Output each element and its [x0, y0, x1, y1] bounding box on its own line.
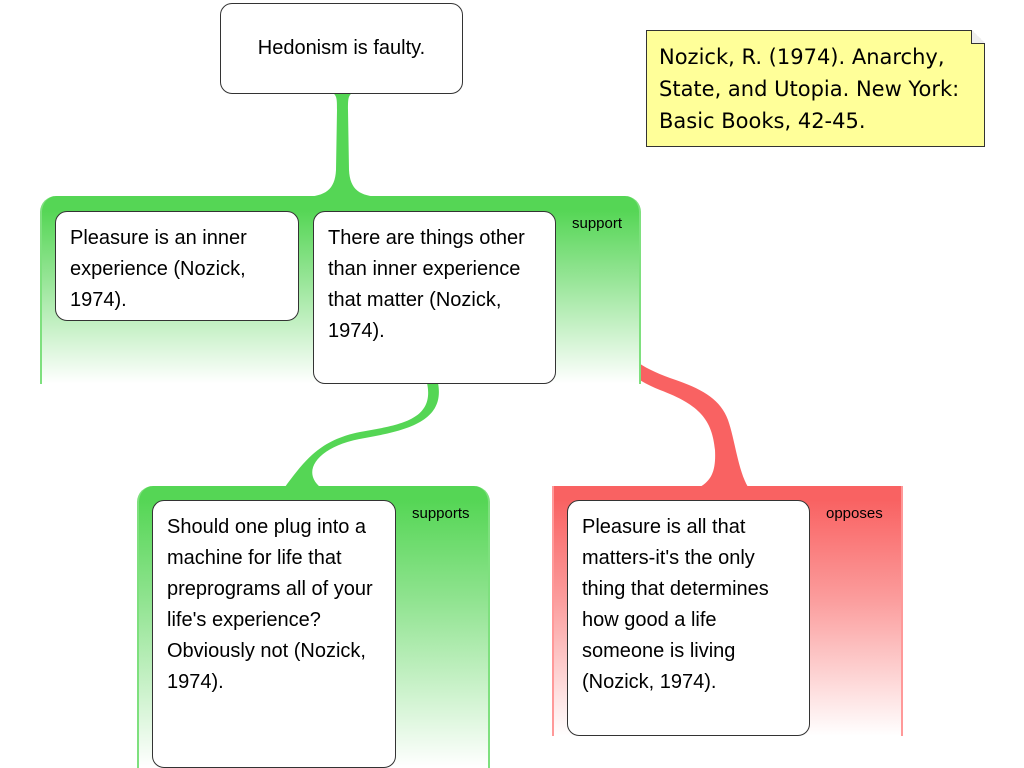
reference-note-text: Nozick, R. (1974). Anarchy, State, and U… [659, 45, 960, 133]
premise-box[interactable]: Should one plug into a machine for life … [152, 500, 396, 768]
premise-box[interactable]: Pleasure is an inner experience (Nozick,… [55, 211, 299, 321]
opposes-label: opposes [826, 505, 883, 522]
objection-box[interactable]: Pleasure is all that matters-it's the on… [567, 500, 810, 736]
premise-text: Should one plug into a machine for life … [167, 516, 373, 693]
supports-connector [285, 383, 439, 487]
supports-label: supports [412, 505, 470, 522]
objection-text: Pleasure is all that matters-it's the on… [582, 516, 769, 693]
opposes-connector [603, 305, 748, 487]
main-claim-box[interactable]: Hedonism is faulty. [220, 3, 463, 94]
premise-text: There are things other than inner experi… [328, 227, 525, 342]
support-connector [305, 93, 380, 197]
reference-note[interactable]: Nozick, R. (1974). Anarchy, State, and U… [646, 30, 985, 147]
note-fold-corner [971, 30, 985, 44]
support-label: support [572, 215, 623, 232]
main-claim-text: Hedonism is faulty. [257, 37, 426, 59]
premise-text: Pleasure is an inner experience (Nozick,… [70, 227, 247, 311]
premise-box[interactable]: There are things other than inner experi… [313, 211, 556, 384]
